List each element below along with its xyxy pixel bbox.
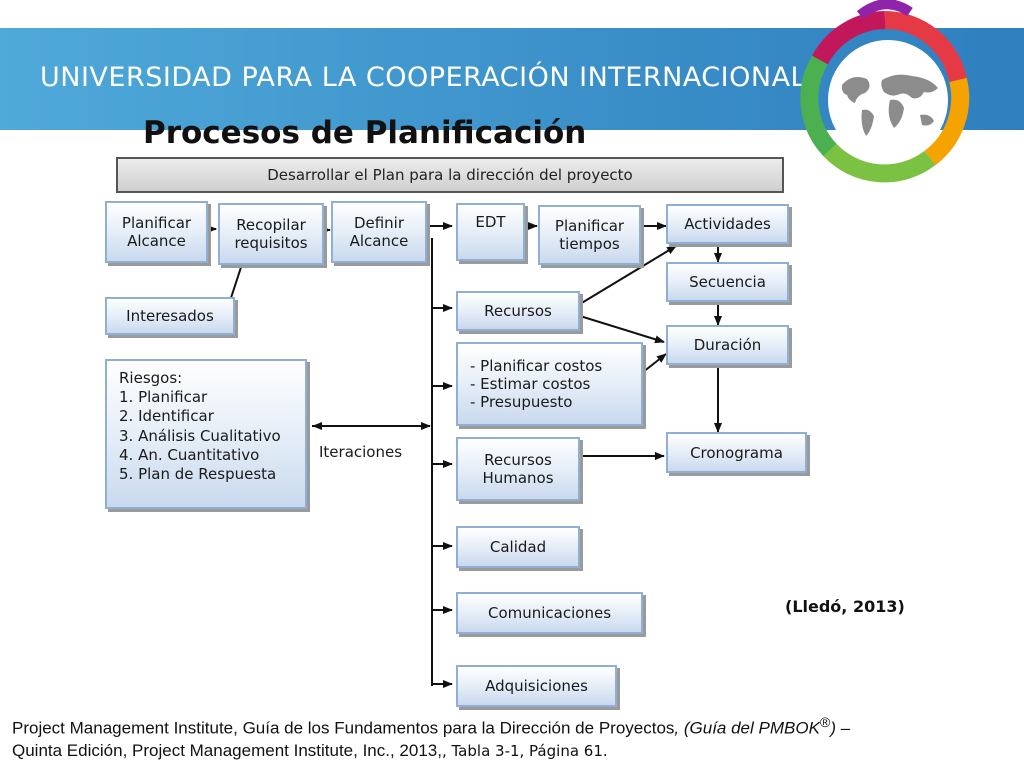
reference-line1-b: , (Guía del PMBOK xyxy=(674,718,820,738)
iteraciones-label: Iteraciones xyxy=(319,443,403,461)
plan-development-bar: Desarrollar el Plan para la dirección de… xyxy=(116,157,784,193)
planificar-alcance-box: Planificar Alcance xyxy=(105,201,208,263)
secuencia-box: Secuencia xyxy=(666,262,789,302)
recursos-box: Recursos xyxy=(456,291,580,331)
reference-line1-c: ) – xyxy=(830,718,851,738)
interesados-box: Interesados xyxy=(105,297,235,335)
duracion-box: Duración xyxy=(666,325,789,365)
slide-title: Procesos de Planificación xyxy=(143,115,587,151)
planificar-tiempos-box: Planificar tiempos xyxy=(538,205,641,265)
recopilar-requisitos-box: Recopilar requisitos xyxy=(218,203,324,265)
university-name: UNIVERSIDAD PARA LA COOPERACIÓN INTERNAC… xyxy=(40,62,807,93)
actividades-box: Actividades xyxy=(666,204,789,244)
costos-box: - Planificar costos - Estimar costos - P… xyxy=(456,342,643,426)
riesgos-box: Riesgos: 1. Planificar 2. Identificar 3.… xyxy=(105,359,307,509)
edt-box: EDT xyxy=(456,203,525,261)
citation: (Lledó, 2013) xyxy=(785,597,905,616)
reference-line2-a: Quinta Edición, Project Management Insti… xyxy=(12,740,442,760)
reference-line2-b: , Tabla 3-1, Página 61. xyxy=(441,741,608,760)
recursos-humanos-box: Recursos Humanos xyxy=(456,437,580,501)
definir-alcance-box: Definir Alcance xyxy=(331,201,427,263)
reference-footer: Project Management Institute, Guía de lo… xyxy=(12,714,1017,762)
adquisiciones-box: Adquisiciones xyxy=(456,665,617,707)
cronograma-box: Cronograma xyxy=(666,432,807,473)
comunicaciones-box: Comunicaciones xyxy=(456,592,643,634)
reference-line1-a: Project Management Institute, Guía de lo… xyxy=(12,718,675,738)
university-logo xyxy=(800,0,970,183)
calidad-box: Calidad xyxy=(456,526,580,568)
registered-mark: ® xyxy=(819,715,831,731)
